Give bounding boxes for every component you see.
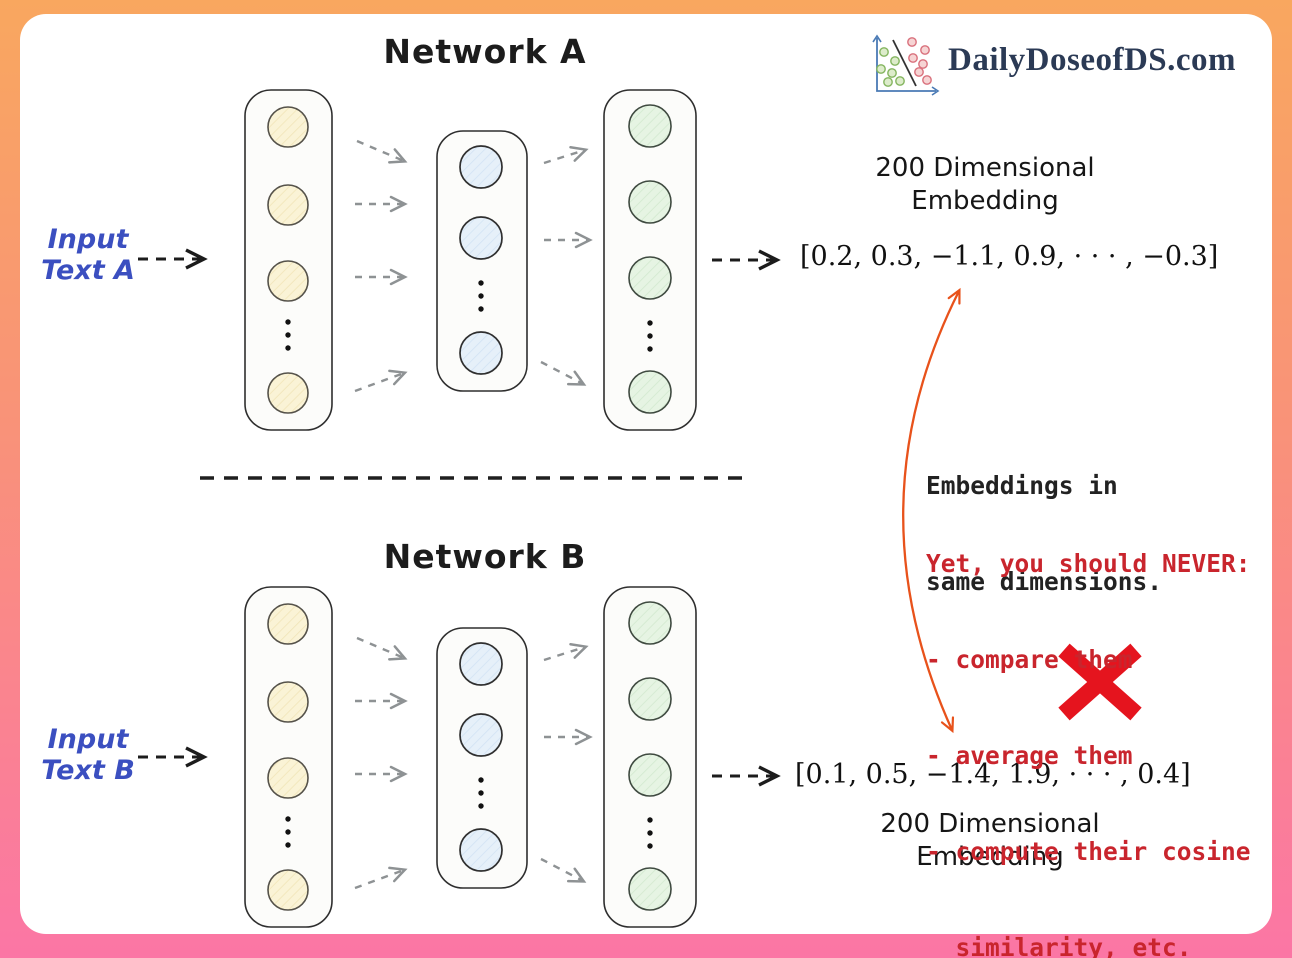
input-text-b-line2: Text B (41, 755, 135, 786)
warning-line-1: Yet, you should NEVER: (926, 549, 1251, 578)
embedding-b-title: 200 Dimensional Embedding (845, 808, 1135, 874)
same-dimensions-line1: Embeddings in (926, 471, 1118, 500)
embedding-a-vector: [0.2, 0.3, −1.1, 0.9, · · · , −0.3] (800, 241, 1219, 272)
network-a-layer-1 (244, 89, 333, 431)
embedding-a-title-line2: Embedding (911, 186, 1059, 216)
embedding-b-title-line1: 200 Dimensional (880, 809, 1100, 839)
comparison-curve-arrow (902, 287, 961, 734)
brand-site-text: DailyDoseofDS.com (948, 42, 1237, 78)
network-b-layer-1 (244, 586, 333, 928)
network-b-layer-2 (436, 627, 528, 889)
warning-line-2: - compare them (926, 645, 1133, 674)
embedding-b-title-line2: Embedding (916, 842, 1064, 872)
network-a-title: Network A (383, 32, 587, 71)
embedding-a-title-line1: 200 Dimensional (875, 153, 1095, 183)
scatter-plot-icon (872, 34, 940, 96)
network-b-title: Network B (383, 537, 587, 576)
embedding-a-title: 200 Dimensional Embedding (840, 152, 1130, 218)
network-a-arrows-l2-l3 (540, 146, 593, 386)
network-b-layer-3 (603, 586, 697, 928)
input-text-b-label: Input Text B (20, 724, 156, 786)
network-a-layer-3 (603, 89, 697, 431)
network-b-arrows-l2-l3 (540, 643, 593, 883)
same-dimensions-line2: same dimensions. (926, 567, 1163, 596)
input-text-a-line1: Input (47, 224, 129, 255)
input-text-a-line2: Text A (41, 255, 135, 286)
warning-line-3: - average them (926, 741, 1133, 770)
cross-icon (1058, 643, 1142, 721)
same-dimensions-note: Embeddings in same dimensions. (926, 406, 1162, 662)
embedding-b-vector: [0.1, 0.5, −1.4, 1.9, · · · , 0.4] (795, 759, 1191, 790)
network-a-layer-2 (436, 130, 528, 392)
input-text-b-line1: Input (47, 724, 129, 755)
warning-line-4: - compute their cosine (926, 837, 1251, 866)
network-a-diagram (138, 89, 781, 431)
warning-line-5: similarity, etc. (926, 933, 1192, 958)
network-a-arrows-l1-l2 (354, 139, 408, 393)
network-b-arrows-l1-l2 (354, 636, 408, 890)
input-text-a-label: Input Text A (20, 224, 156, 286)
network-b-diagram (138, 586, 781, 928)
never-warning-note: Yet, you should NEVER: - compare them - … (926, 484, 1251, 958)
